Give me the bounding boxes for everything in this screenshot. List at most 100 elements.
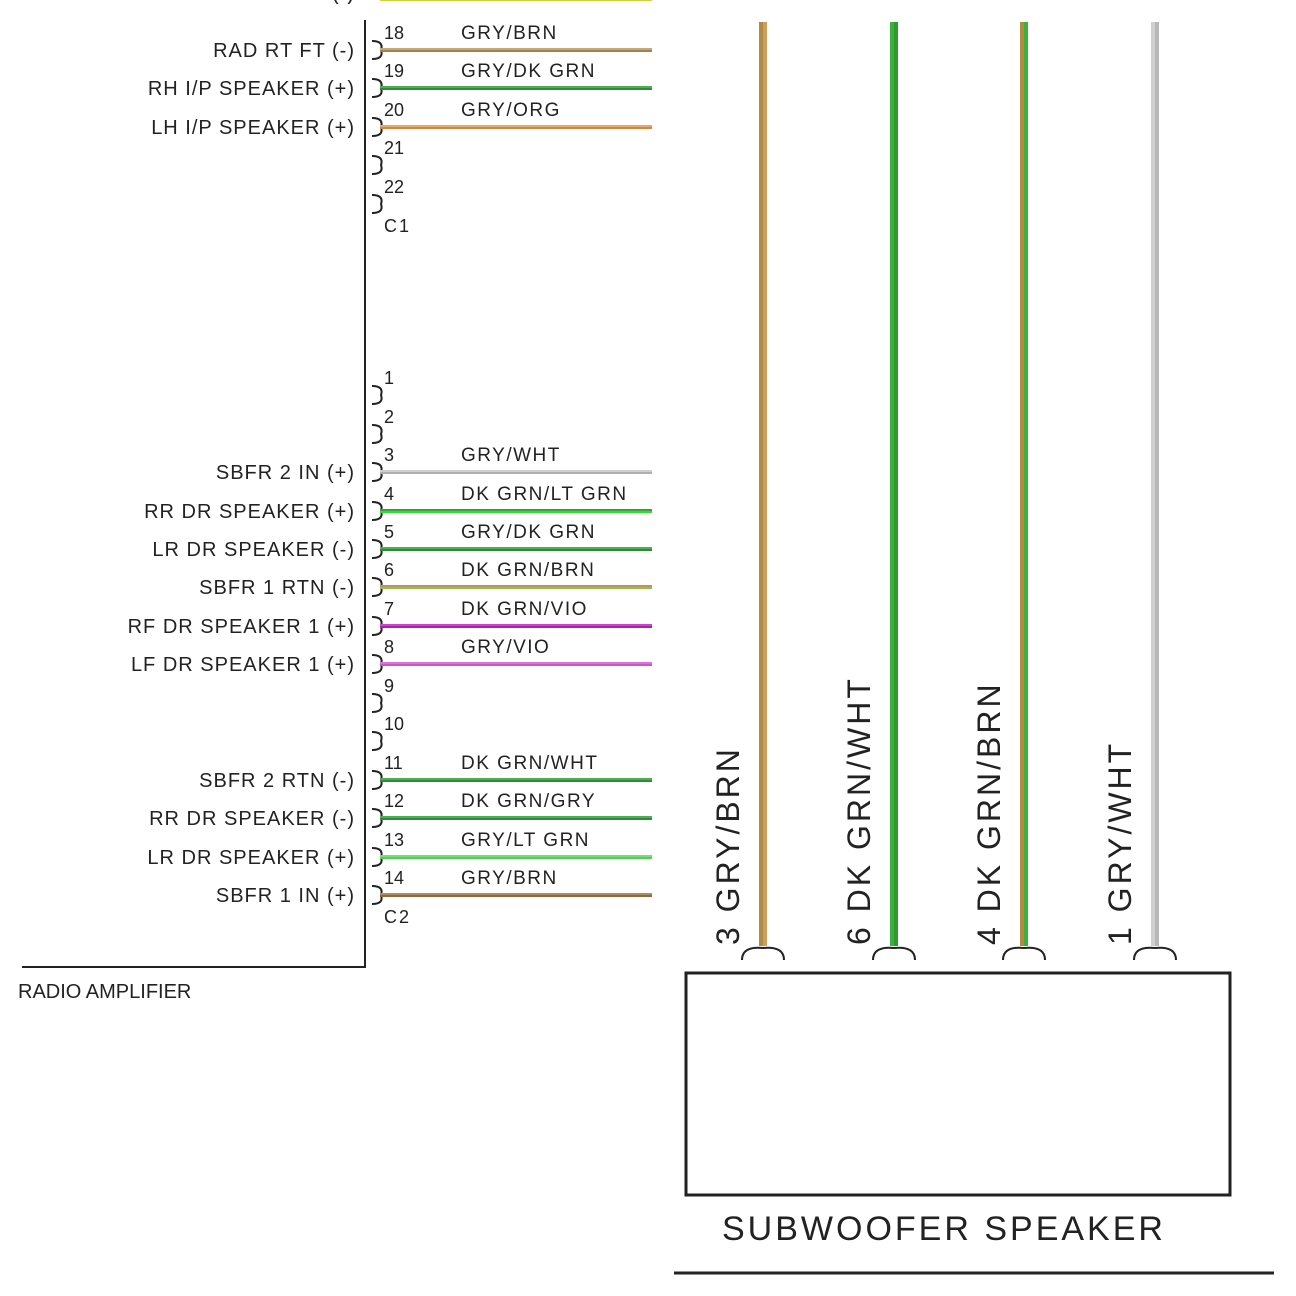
wire-color-label: GRY/WHT [461, 445, 561, 466]
amp-pin-row: 13 LR DR SPEAKER (+) GRY/LT GRN [147, 830, 652, 869]
wire-color-label: DK GRN/LT GRN [461, 484, 628, 505]
subwoofer-pin-number: 1 [1102, 912, 1138, 945]
wire-color-label: GRY/VIO [461, 637, 550, 658]
amp-pin-row: 19 RH I/P SPEAKER (+) GRY/DK GRN [148, 61, 652, 100]
pin-terminal-icon [371, 731, 383, 751]
pin-function-label: SBFR 2 IN (+) [216, 462, 355, 484]
wire-color-label: DK GRN/GRY [461, 791, 596, 812]
pin-number: 21 [384, 138, 404, 158]
amp-pin-row: 22 [371, 177, 404, 214]
pin-number: 15 [384, 0, 404, 4]
pin-function-label: RF DR SPEAKER 1 (-) [133, 0, 355, 5]
pin-function-label: LH I/P SPEAKER (+) [151, 117, 355, 139]
subwoofer-wire-label: 6 DK GRN/WHT [841, 676, 877, 945]
pin-function-label: LR DR SPEAKER (-) [152, 539, 355, 561]
subwoofer-pin-number: 3 [710, 912, 746, 945]
pin-number: 6 [384, 560, 394, 580]
wire-color-label: GRY/YEL [461, 0, 554, 5]
amp-pin-row: 5 LR DR SPEAKER (-) GRY/DK GRN [152, 522, 652, 561]
pin-number: 11 [384, 753, 403, 773]
wire-color-label: GRY/DK GRN [461, 61, 596, 82]
connector-c1-label: C1 [384, 216, 411, 236]
amp-pin-row: 10 [371, 714, 404, 751]
wire-color-label: DK GRN/VIO [461, 599, 588, 620]
connector-c2-label: C2 [384, 907, 411, 927]
pin-function-label: LF DR SPEAKER 1 (+) [131, 654, 355, 676]
subwoofer-pin-number: 4 [971, 912, 1007, 945]
wire-color-label: GRY/DK GRN [461, 522, 596, 543]
pin-number: 8 [384, 637, 394, 657]
subwoofer-body [684, 971, 1232, 1197]
subwoofer-wire-color: GRY/WHT [1102, 741, 1138, 913]
subwoofer-wire-label: 4 DK GRN/BRN [971, 681, 1007, 945]
subwoofer-pin-group: 3 GRY/BRNSBFR 1IN (+) [710, 22, 800, 1124]
pin-terminal-icon [371, 693, 383, 713]
amp-pin-row: 2 [371, 407, 394, 444]
pin-function-label: RR DR SPEAKER (+) [144, 501, 355, 523]
pin-function-label: SBFR 1 RTN (-) [199, 577, 355, 599]
pin-terminal-icon [1002, 946, 1046, 961]
pin-function-label: RH I/P SPEAKER (+) [148, 78, 355, 100]
pin-function-label: RF DR SPEAKER 1 (+) [128, 616, 355, 638]
amp-pin-row: 9 [371, 676, 394, 713]
subwoofer-wire-label: 1 GRY/WHT [1102, 741, 1138, 945]
wire-color-label: GRY/LT GRN [461, 830, 590, 851]
wire-color-label: GRY/BRN [461, 868, 558, 889]
amp-pin-row: 8 LF DR SPEAKER 1 (+) GRY/VIO [131, 637, 652, 676]
pin-number: 20 [384, 100, 404, 120]
subwoofer-wire-color: GRY/BRN [710, 746, 746, 912]
pin-number: 14 [384, 868, 404, 888]
amp-pin-row: 15 RF DR SPEAKER 1 (-) DK GRN/YEL [133, 0, 652, 5]
wire-color-label: GRY/ORG [461, 100, 561, 121]
pin-number: 22 [384, 177, 404, 197]
pin-function-label: RAD RT FT (-) [213, 40, 355, 62]
wire-color-label: DK GRN/WHT [461, 753, 598, 774]
pin-number: 3 [384, 445, 394, 465]
subwoofer-wire-color: DK GRN/WHT [841, 676, 877, 912]
pin-terminal-icon [371, 194, 383, 214]
wire-color-label: GRY/BRN [461, 23, 558, 44]
amp-pin-row: 4 RR DR SPEAKER (+) DK GRN/LT GRN [144, 484, 652, 523]
pin-number: 2 [384, 407, 394, 427]
pin-number: 4 [384, 484, 394, 504]
pin-function-label: SBFR 1 IN (+) [216, 885, 355, 907]
pin-terminal-icon [741, 946, 785, 961]
pin-number: 13 [384, 830, 404, 850]
pin-function-label: LF DR SPEAKER 1 (-) [136, 0, 355, 5]
pin-number: 10 [384, 714, 404, 734]
pin-terminal-icon [872, 946, 916, 961]
subwoofer-wire-color: DK GRN/BRN [971, 681, 1007, 912]
wire-color-label: DK GRN/BRN [461, 560, 595, 581]
amp-pin-row: 20 LH I/P SPEAKER (+) GRY/ORG [151, 100, 652, 139]
pin-number: 1 [384, 368, 394, 388]
subwoofer-wire-label: 3 GRY/BRN [710, 746, 746, 945]
pin-terminal-icon [1133, 946, 1177, 961]
amp-pin-row: 21 [371, 138, 404, 175]
subwoofer-title: SUBWOOFER SPEAKER [722, 1210, 1166, 1248]
amp-pin-row: 1 [371, 368, 394, 405]
pin-number: 5 [384, 522, 394, 542]
amp-pin-row: 7 RF DR SPEAKER 1 (+) DK GRN/VIO [128, 599, 652, 638]
amplifier-component-label: RADIO AMPLIFIER [18, 981, 191, 1003]
pin-number: 9 [384, 676, 394, 696]
wire-color-label: DK GRN/YEL [461, 0, 591, 5]
subwoofer-pin-number: 6 [841, 912, 877, 945]
subwoofer-pin-group: 1 GRY/WHTSBFR 2IN (+) [1102, 22, 1192, 1124]
pin-number: 7 [384, 599, 394, 619]
pin-number: 19 [384, 61, 404, 81]
pin-function-label: LR DR SPEAKER (+) [147, 847, 355, 869]
pin-number: 18 [384, 23, 404, 43]
pin-number: 16 [384, 0, 404, 4]
subwoofer-wires: 3 GRY/BRNSBFR 1IN (+) 6 DK GRN/WHTSBFR 2R… [710, 22, 1192, 1124]
pin-terminal-icon [371, 155, 383, 175]
